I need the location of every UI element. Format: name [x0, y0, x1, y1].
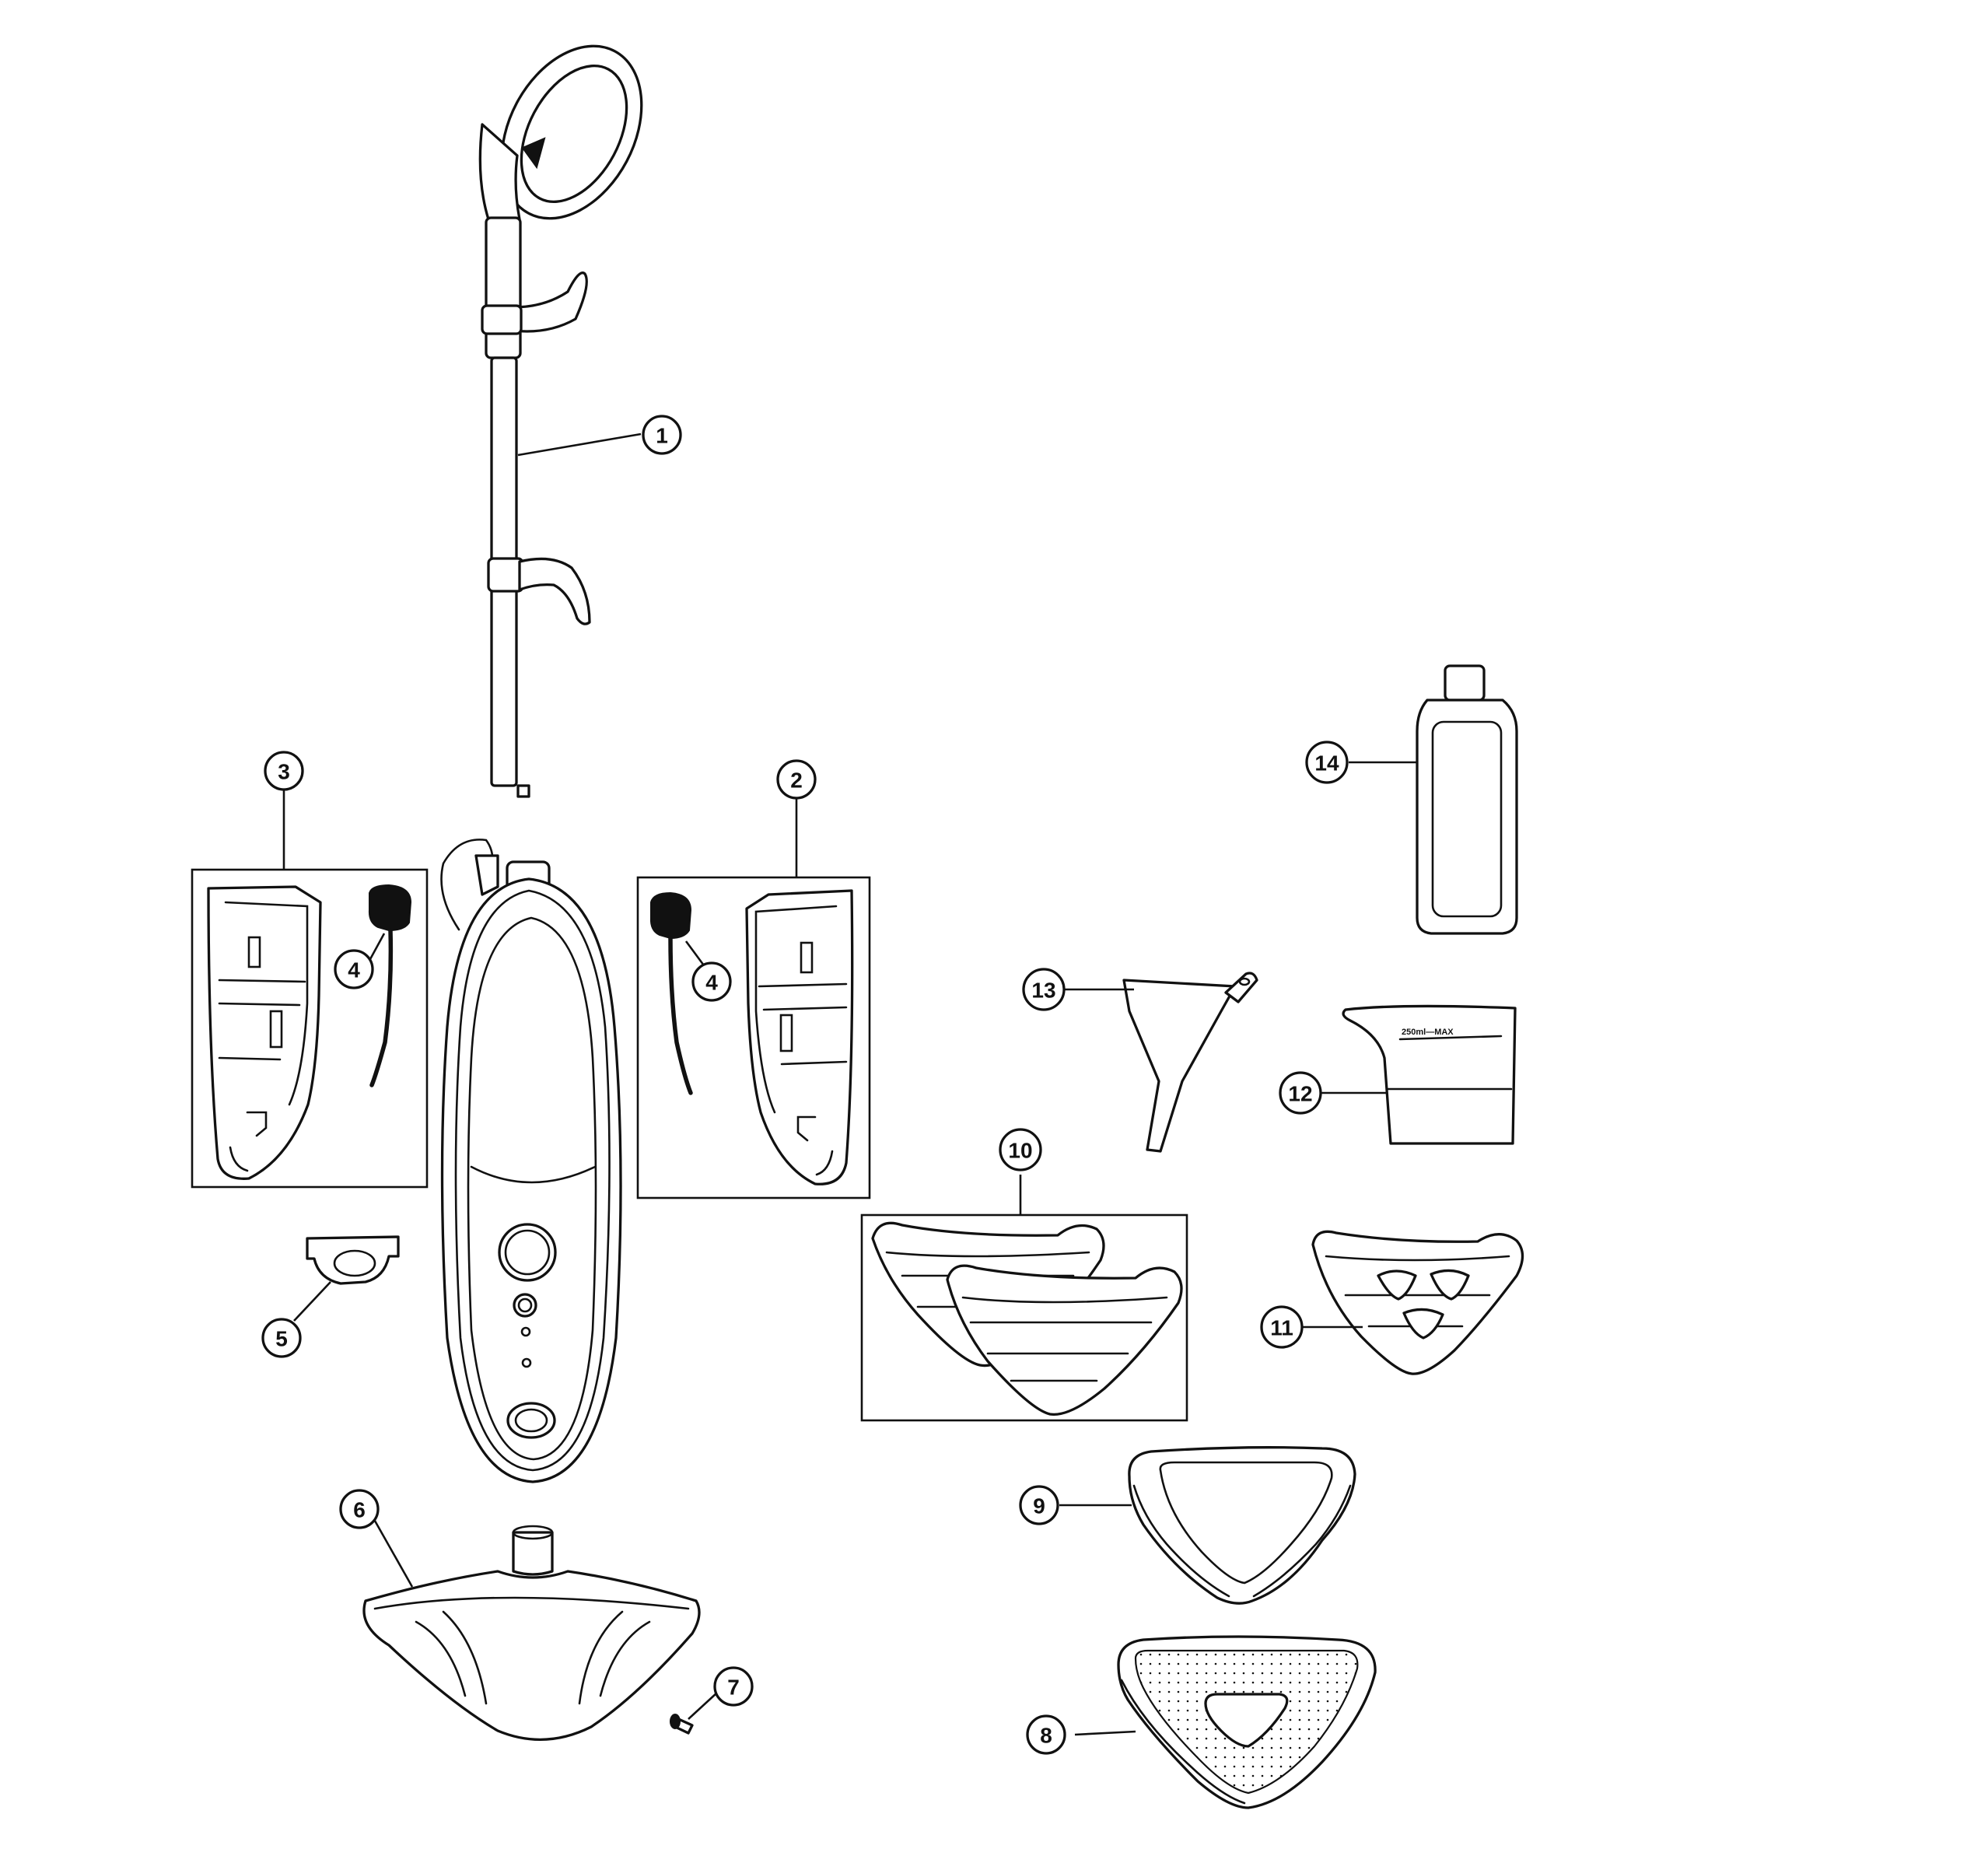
- svg-text:5: 5: [275, 1327, 288, 1351]
- callout-4-left: 4: [334, 949, 374, 989]
- part-10-group-box: [860, 1213, 1188, 1422]
- svg-text:10: 10: [1008, 1139, 1032, 1163]
- cord-part-left: [368, 884, 412, 1087]
- svg-text:7: 7: [727, 1676, 740, 1700]
- callout-10: 10: [999, 1128, 1042, 1171]
- screw-part: [670, 1714, 694, 1735]
- callout-4-right: 4: [691, 961, 732, 1002]
- svg-text:13: 13: [1031, 979, 1055, 1003]
- part-3-group-box: [191, 868, 429, 1189]
- callout-5: 5: [261, 1318, 302, 1358]
- floor-head-part: [362, 1525, 701, 1741]
- cord-part-right: [649, 891, 693, 1095]
- pad-pair-part: [871, 1221, 1183, 1417]
- callout-11: 11: [1260, 1305, 1304, 1349]
- svg-text:4: 4: [705, 971, 718, 995]
- svg-text:8: 8: [1040, 1724, 1052, 1748]
- cup-measurement-label: 250ml—MAX: [1402, 1028, 1454, 1037]
- svg-text:1: 1: [656, 424, 668, 448]
- callout-3: 3: [264, 751, 304, 791]
- right-side-cover-part: [745, 889, 854, 1185]
- svg-text:11: 11: [1270, 1316, 1293, 1340]
- svg-text:3: 3: [278, 760, 290, 784]
- callout-2: 2: [776, 759, 817, 800]
- svg-text:6: 6: [353, 1498, 366, 1522]
- callout-9: 9: [1019, 1485, 1059, 1525]
- part-2-group-box: [636, 876, 871, 1199]
- svg-text:4: 4: [348, 958, 360, 982]
- callout-13: 13: [1022, 968, 1066, 1011]
- svg-text:9: 9: [1033, 1494, 1045, 1518]
- callout-7: 7: [713, 1666, 754, 1707]
- svg-text:12: 12: [1288, 1082, 1312, 1106]
- perforated-plate-part: [1117, 1635, 1377, 1809]
- callout-12: 12: [1279, 1071, 1322, 1115]
- leader-lines: [282, 432, 1417, 1736]
- funnel-part: [1122, 972, 1258, 1153]
- callout-8: 8: [1026, 1714, 1066, 1755]
- main-body-unit: [440, 839, 622, 1483]
- callout-1: 1: [642, 415, 682, 455]
- left-side-cover-part: [207, 885, 322, 1180]
- bottle-part: [1416, 664, 1518, 935]
- handle-shaft-part: [478, 44, 643, 798]
- bracket-part: [306, 1235, 400, 1285]
- frame-pad-part: [1128, 1446, 1356, 1605]
- svg-text:14: 14: [1314, 751, 1339, 776]
- measuring-cup-part: 250ml—MAX: [1342, 1004, 1517, 1145]
- callout-14: 14: [1305, 741, 1349, 784]
- svg-text:2: 2: [790, 769, 803, 793]
- callout-6: 6: [339, 1489, 380, 1529]
- textured-pad-part: [1311, 1230, 1524, 1375]
